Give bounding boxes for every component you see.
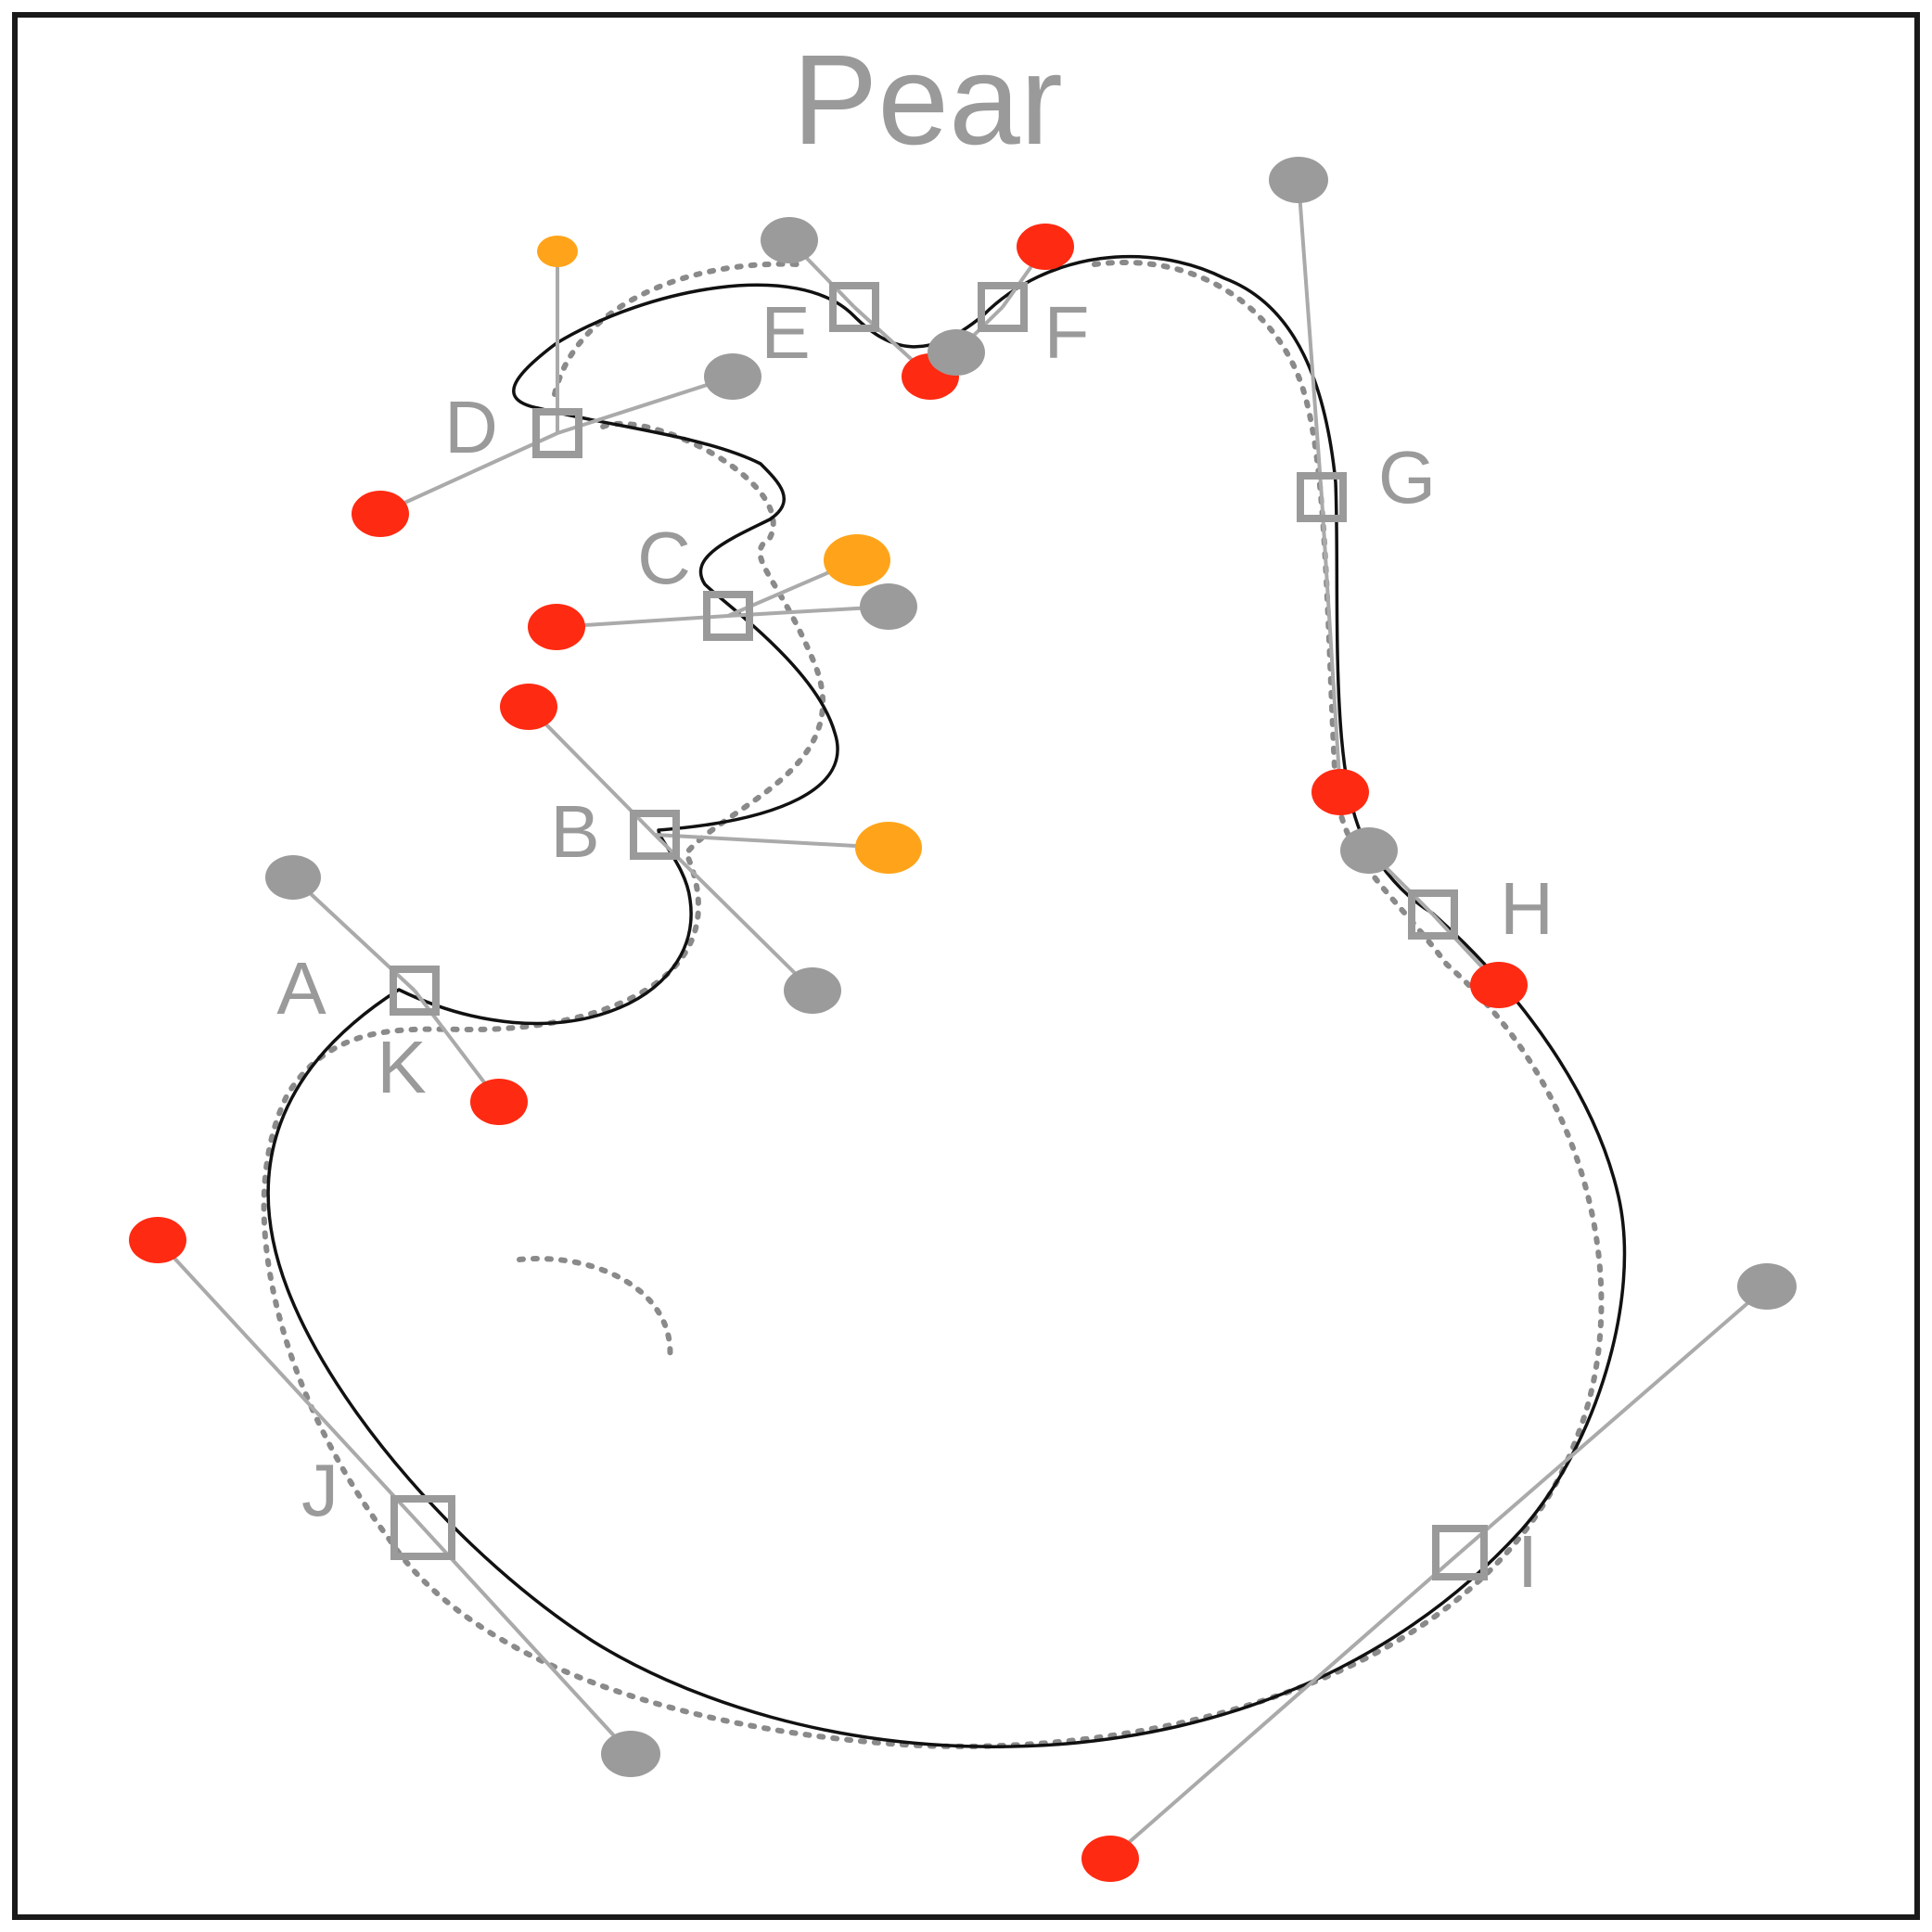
- label-b: B: [550, 790, 599, 873]
- label-g: G: [1378, 436, 1436, 518]
- control-point-c-orange-3[interactable]: [824, 534, 890, 586]
- diagram-frame: [12, 12, 1920, 1920]
- anchor-a[interactable]: [390, 966, 440, 1016]
- control-point-e-gray-1[interactable]: [761, 217, 818, 263]
- label-f: F: [1044, 291, 1090, 374]
- control-point-c-red-1[interactable]: [528, 604, 585, 650]
- label-k: K: [377, 1026, 426, 1108]
- handle-line-d-1: [379, 431, 558, 516]
- drawn-outline: [266, 254, 1627, 1748]
- handle-line-b-3: [654, 833, 889, 850]
- anchor-c[interactable]: [703, 591, 753, 641]
- control-point-i-red-2[interactable]: [1081, 1836, 1139, 1882]
- handle-line-j-1: [156, 1238, 425, 1529]
- label-e: E: [761, 291, 810, 374]
- control-point-h-gray-1[interactable]: [1340, 827, 1398, 874]
- labels-layer: AK B C D E F G H I J: [276, 291, 1554, 1603]
- label-d: D: [444, 386, 498, 468]
- anchor-d[interactable]: [532, 408, 582, 458]
- label-j: J: [301, 1449, 339, 1531]
- control-point-j-red-1[interactable]: [129, 1217, 186, 1263]
- control-point-a-gray-1[interactable]: [265, 855, 321, 900]
- control-point-b-gray-2[interactable]: [784, 967, 841, 1014]
- control-point-i-gray-1[interactable]: [1737, 1263, 1797, 1310]
- handle-line-g-1: [1297, 179, 1324, 498]
- control-point-b-red-1[interactable]: [500, 684, 557, 730]
- handle-line-b-2: [653, 833, 814, 992]
- handle-line-i-1: [1458, 1285, 1769, 1555]
- control-point-d-red-1[interactable]: [352, 491, 409, 537]
- handle-line-i-2: [1108, 1551, 1462, 1861]
- control-points-layer: [129, 157, 1797, 1882]
- control-point-g-red-2[interactable]: [1311, 769, 1369, 815]
- control-point-b-orange-3[interactable]: [855, 822, 922, 874]
- handle-line-g-2: [1320, 496, 1342, 793]
- label-c: C: [637, 517, 691, 599]
- control-point-g-gray-1[interactable]: [1269, 157, 1328, 203]
- handles-layer: [156, 179, 1769, 1861]
- label-h: H: [1500, 867, 1554, 950]
- handle-line-j-2: [421, 1526, 633, 1756]
- control-point-f-red-1[interactable]: [1017, 224, 1074, 270]
- control-point-j-gray-2[interactable]: [601, 1731, 660, 1777]
- anchors-layer: [390, 282, 1488, 1580]
- control-point-a-red-2[interactable]: [470, 1079, 528, 1125]
- control-point-h-red-2[interactable]: [1470, 962, 1528, 1008]
- control-point-c-gray-2[interactable]: [860, 583, 917, 630]
- diagram-title: Pear: [792, 29, 1063, 172]
- label-a: A: [276, 947, 326, 1030]
- anchor-b[interactable]: [630, 810, 680, 860]
- control-point-d-gray-2[interactable]: [704, 353, 761, 400]
- anchor-f[interactable]: [978, 282, 1028, 332]
- control-point-f-gray-2[interactable]: [928, 329, 985, 376]
- label-i: I: [1517, 1520, 1538, 1603]
- anchor-e[interactable]: [829, 282, 879, 332]
- anchor-i[interactable]: [1432, 1525, 1488, 1580]
- inner-reference-arc: [517, 1256, 673, 1364]
- anchor-j[interactable]: [390, 1495, 455, 1560]
- anchor-g[interactable]: [1297, 472, 1347, 522]
- anchor-h[interactable]: [1408, 889, 1458, 940]
- control-point-d-orange-3[interactable]: [537, 236, 578, 267]
- handle-line-d-2: [557, 375, 734, 435]
